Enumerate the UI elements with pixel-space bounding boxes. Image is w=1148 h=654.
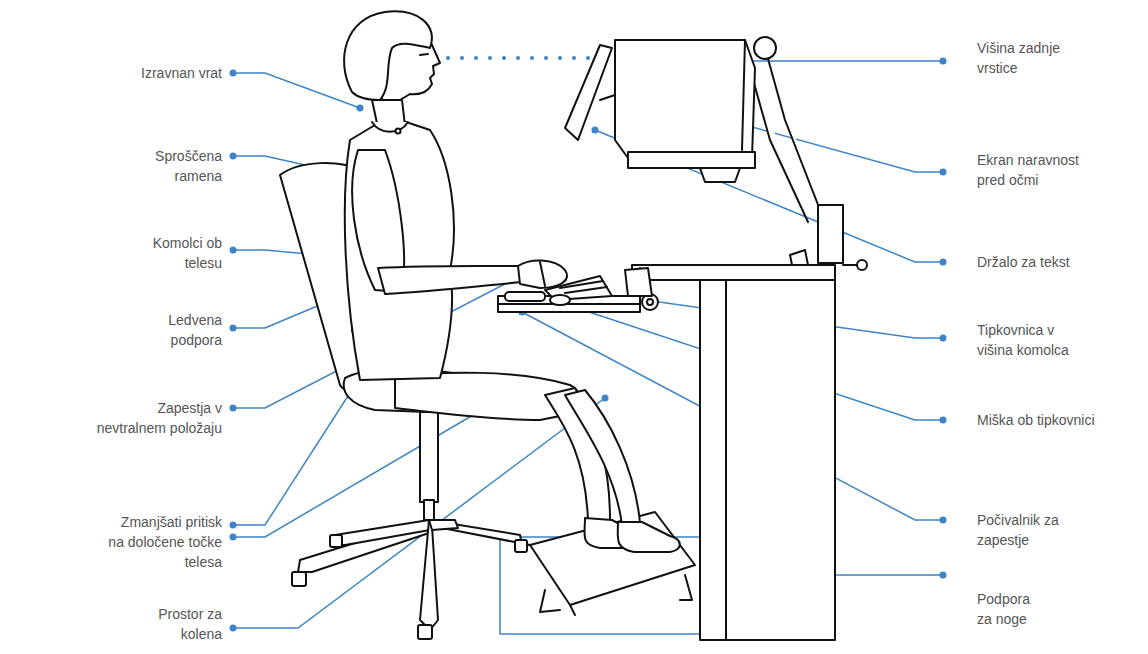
callout-label: Ekran naravnost pred očmi [977, 150, 1089, 190]
callout-label: Prostor za kolena [152, 604, 222, 644]
leader-lines [233, 61, 943, 628]
workstation-drawing [280, 11, 867, 640]
callout-label: Podpora za noge [977, 589, 1039, 629]
leader-dots [230, 58, 947, 632]
callout-label: Držalo za tekst [977, 252, 1127, 272]
callout-label: Višina zadnje vrstice [977, 38, 1077, 78]
callout-label: Sproščena ramena [132, 146, 222, 186]
callout-label: Komolci ob telesu [147, 233, 222, 273]
callout-label: Ledvena podpora [157, 310, 222, 350]
callout-label: Zapestja v nevtralnem položaju [90, 398, 222, 438]
callout-label: Zmanjšati pritisk na določene točke tele… [102, 512, 222, 572]
gaze-dots [446, 56, 590, 60]
callout-label: Izravnan vrat [72, 63, 222, 83]
callout-label: Miška ob tipkovnici [977, 410, 1147, 430]
callout-label: Počivalnik za zapestje [977, 510, 1065, 550]
callout-label: Tipkovnica v višina komolca [977, 320, 1077, 360]
